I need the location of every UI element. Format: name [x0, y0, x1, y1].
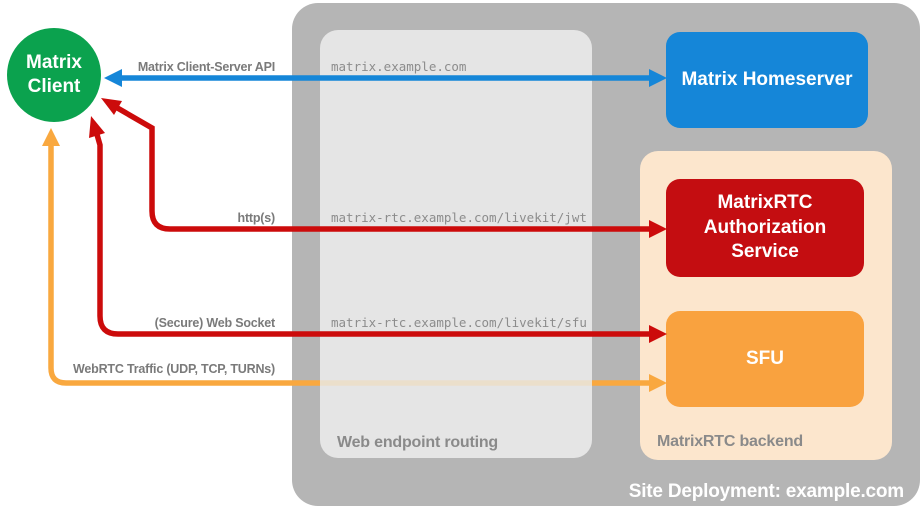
sfu-node: SFU: [666, 311, 864, 407]
matrixrtc-authorization-service-node: MatrixRTC Authorization Service: [666, 179, 864, 277]
route-livekit-sfu: matrix-rtc.example.com/livekit/sfu: [331, 315, 587, 330]
matrix-client-label-line2: Client: [27, 76, 81, 97]
client-server-api-arrow-label: Matrix Client-Server API: [137, 60, 275, 74]
webrtc-traffic-arrow-label: WebRTC Traffic (UDP, TCP, TURNs): [73, 362, 275, 376]
matrix-homeserver-node: Matrix Homeserver: [666, 32, 868, 128]
sfu-label: SFU: [746, 347, 784, 369]
https-arrow-label: http(s): [237, 211, 276, 225]
web-endpoint-routing-zone: [320, 30, 592, 458]
webrtc-traffic-arrow: [42, 128, 667, 392]
https-arrow: [101, 98, 667, 238]
web-endpoint-routing-zone-label: Web endpoint routing: [337, 434, 499, 451]
matrixrtc-authorization-service-label: MatrixRTC Authorization Service: [703, 191, 827, 263]
matrix-client-label-line1: Matrix: [26, 52, 82, 74]
websocket-arrow: [89, 116, 667, 343]
matrix-client-node: Matrix Client: [7, 28, 101, 122]
route-livekit-jwt: matrix-rtc.example.com/livekit/jwt: [331, 210, 587, 225]
matrixrtc-backend-zone-label: MatrixRTC backend: [657, 433, 803, 450]
site-deployment-zone-label: Site Deployment: example.com: [628, 481, 904, 502]
route-matrix-example-com: matrix.example.com: [331, 59, 467, 74]
matrix-homeserver-label: Matrix Homeserver: [681, 68, 853, 90]
websocket-arrow-label: (Secure) Web Socket: [154, 316, 276, 330]
client-server-api-arrow: [104, 69, 667, 87]
